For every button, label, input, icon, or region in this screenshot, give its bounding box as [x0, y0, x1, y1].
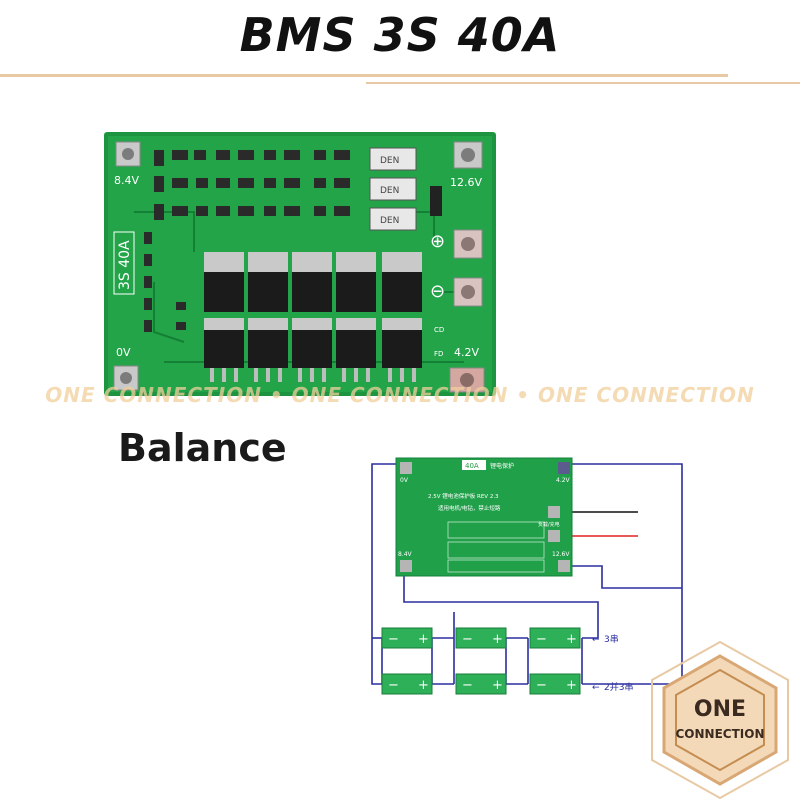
pad-bottom-left — [113, 365, 139, 391]
cell: − + — [381, 627, 433, 649]
plus-symbol: ⊕ — [430, 231, 445, 252]
mosfet-array — [204, 252, 422, 382]
pad-label-top-left: 8.4V — [114, 174, 139, 187]
cd-mark: CD — [434, 326, 444, 334]
cell: − + — [529, 627, 581, 649]
balance-label: Balance — [118, 426, 287, 470]
cell: − + — [455, 627, 507, 649]
pad-label-bottom-right: 4.2V — [454, 346, 479, 359]
svg-text:−: − — [536, 678, 547, 693]
wiring-label-4v2: 4.2V — [556, 477, 571, 484]
pad-plus — [453, 229, 483, 259]
wiring-pad-0v — [400, 462, 412, 474]
cell-row-2: − + − + − + — [381, 673, 581, 695]
resistor-code-2: DEN — [380, 186, 399, 196]
brand-logo: ONE CONNECTION — [651, 640, 789, 800]
row2-arrow: ← — [592, 683, 600, 693]
pad-label-top-right: 12.6V — [450, 176, 482, 189]
logo-line2: CONNECTION — [676, 727, 765, 741]
wiring-board — [395, 457, 573, 577]
smd-components — [144, 150, 350, 332]
svg-text:+: + — [492, 632, 503, 647]
wiring-diagram: 40A 锂电保护 2.5V 锂电池保护板 REV 2.3 适用电机/电钻，禁止短… — [371, 457, 683, 695]
board-line1: 2.5V 锂电池保护板 REV 2.3 — [428, 492, 499, 500]
svg-text:+: + — [566, 678, 577, 693]
board-line2: 适用电机/电钻，禁止短路 — [438, 504, 501, 512]
wiring-pad-minus — [548, 506, 560, 518]
board-tag2: 锂电保护 — [490, 462, 514, 470]
wiring-pad-12v6 — [558, 560, 570, 572]
cell-row-1: − + − + − + — [381, 627, 581, 649]
resistor-code-3: DEN — [380, 216, 399, 226]
watermark: ONE CONNECTION • ONE CONNECTION • ONE CO… — [45, 383, 755, 407]
resistor-code-1: DEN — [380, 156, 399, 166]
svg-text:+: + — [492, 678, 503, 693]
svg-text:−: − — [536, 632, 547, 647]
svg-text:+: + — [418, 632, 429, 647]
bms-board-photo: 8.4V 12.6V 0V 4.2V ⊕ ⊖ 3S 40A DEN DEN DE… — [104, 132, 496, 396]
pad-label-bottom-left: 0V — [116, 346, 131, 359]
wiring-label-8v4: 8.4V — [398, 551, 413, 558]
diode — [430, 186, 442, 216]
model-label-group: 3S 40A — [113, 231, 135, 295]
pad-top-left — [115, 141, 141, 167]
cell: − + — [529, 673, 581, 695]
wiring-pad-plus — [548, 530, 560, 542]
page-title: BMS 3S 40A — [239, 8, 561, 62]
fd-mark: FD — [434, 350, 443, 358]
row1-label: 3串 — [604, 634, 619, 645]
wiring-pad-4v2 — [558, 462, 570, 474]
row1-arrow: ← — [592, 635, 600, 645]
load-label: 负载/充电 — [538, 521, 560, 528]
row2-label: 2并3串 — [604, 681, 633, 693]
svg-text:+: + — [566, 632, 577, 647]
wiring-pad-8v4 — [400, 560, 412, 572]
pad-bottom-right — [449, 367, 485, 393]
cell: − + — [381, 673, 433, 695]
pad-minus — [453, 277, 483, 307]
cell: − + — [455, 673, 507, 695]
model-label: 3S 40A — [117, 240, 133, 290]
header-divider — [0, 74, 728, 77]
wiring-label-0v: 0V — [400, 477, 409, 484]
header-divider-secondary — [366, 82, 800, 84]
board-tag: 40A — [465, 462, 479, 470]
wiring-label-12v6: 12.6V — [552, 551, 570, 558]
svg-text:−: − — [388, 632, 399, 647]
svg-text:−: − — [388, 678, 399, 693]
shunt-resistors: DEN DEN DEN — [369, 147, 417, 231]
svg-text:+: + — [418, 678, 429, 693]
logo-line1: ONE — [694, 697, 746, 722]
board-tag-bg — [462, 460, 486, 470]
svg-text:−: − — [462, 678, 473, 693]
minus-symbol: ⊖ — [430, 281, 445, 302]
board-outline-marks — [447, 521, 545, 573]
svg-text:−: − — [462, 632, 473, 647]
pad-top-right — [453, 141, 483, 169]
